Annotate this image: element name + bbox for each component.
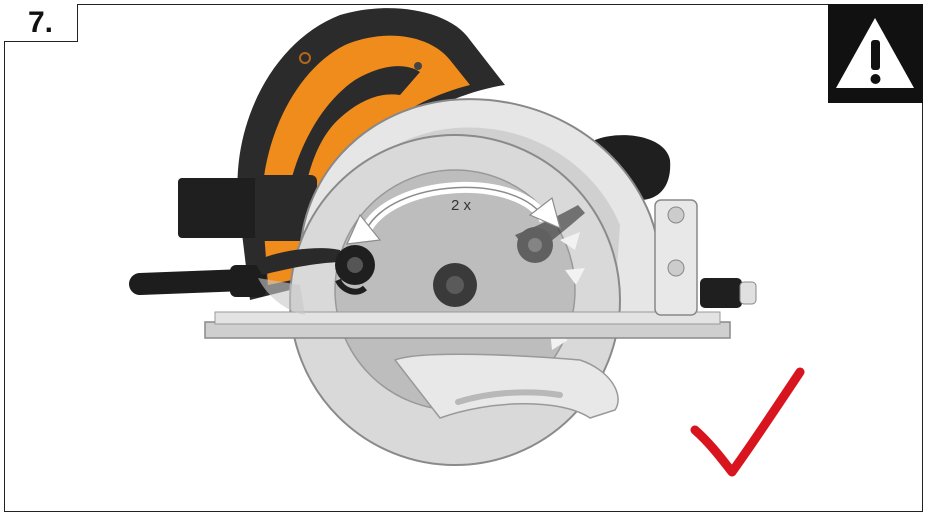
front-bevel-mechanism xyxy=(655,200,756,315)
power-cord xyxy=(140,265,266,297)
rotation-count-label: 2 x xyxy=(451,197,472,214)
dust-port xyxy=(178,175,317,241)
checkmark-icon xyxy=(695,372,800,472)
base-plate xyxy=(205,312,730,338)
